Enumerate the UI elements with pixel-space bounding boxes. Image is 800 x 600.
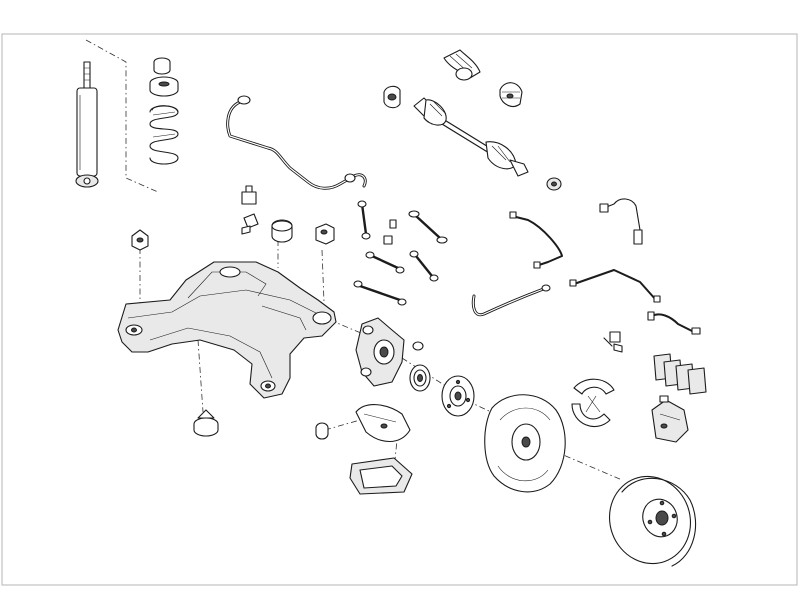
wheel-bearing: [409, 364, 431, 392]
control-arms: [315, 200, 448, 495]
stabilizer-bar: [226, 95, 367, 190]
brake-caliper: [651, 395, 689, 443]
brake-pads: [653, 353, 707, 395]
coil-spring: [149, 105, 179, 165]
cv-boots: [383, 49, 523, 109]
wheel-hub-carrier: [355, 317, 424, 387]
brake-shield: [484, 394, 566, 493]
abs-sensors: [599, 198, 643, 353]
brake-disc: [608, 475, 697, 567]
subframe-bushings: [131, 219, 335, 437]
spring-mount: [149, 57, 179, 97]
brake-lines: [471, 211, 701, 335]
shock-absorber: [75, 61, 99, 188]
subframe: [117, 261, 337, 399]
parking-brake-shoes: [571, 378, 615, 428]
drive-shaft: [413, 97, 562, 191]
diagram-frame: [1, 33, 798, 586]
stabilizer-bushings: [241, 185, 259, 235]
wheel-flange: [441, 375, 475, 417]
